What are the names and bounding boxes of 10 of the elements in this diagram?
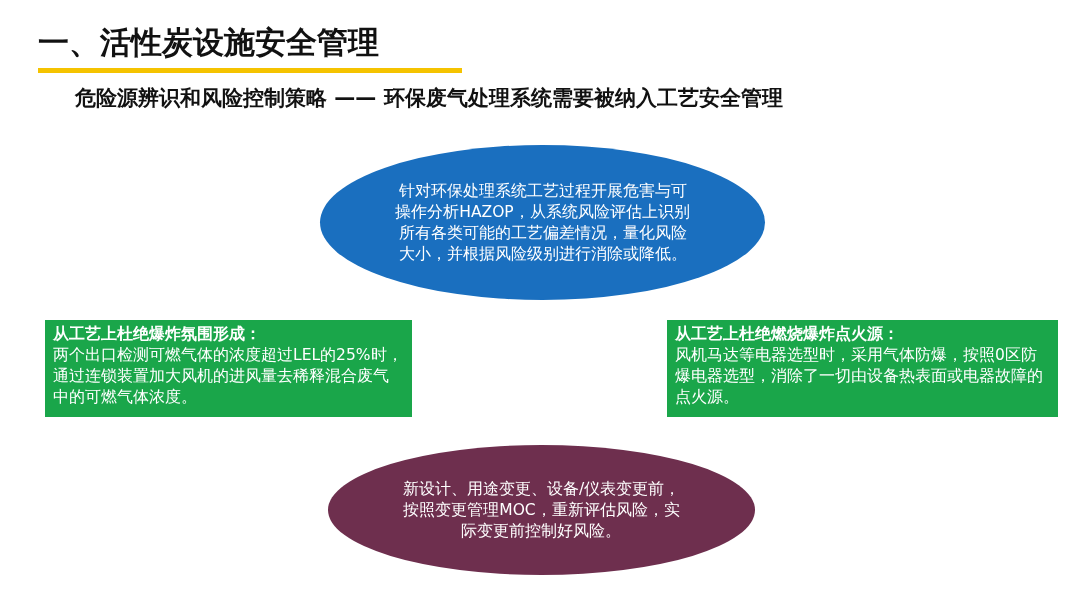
body-text: 新设计、用途变更、设备/仪表变更前，按照变更管理MOC，重新评估风险，实际变更前控制好风险。 [401,478,682,542]
text-panel [45,320,412,417]
panel-heading: 从工艺上杜绝爆炸氛围形成： [53,324,262,345]
subtitle: 危险源辨识和风险控制策略 —— 环保废气处理系统需要被纳入工艺安全管理 [75,85,783,112]
panel-heading: 从工艺上杜绝燃烧爆炸点火源： [675,324,900,345]
body-text: 针对环保处理系统工艺过程开展危害与可操作分析HAZOP，从系统风险评估上识别所有各类可能的工艺偏差情况，量化风险大小，并根据风险级别进行消除或降低。 [394,180,691,265]
text-panel [667,320,1058,417]
body-text: 两个出口检测可燃气体的浓度超过LEL的25%时，通过连锁装置加大风机的进风量去稀释混合废气中的可燃气体浓度。 [53,345,404,408]
slide-title: 一、活性炭设施安全管理 [38,23,379,62]
body-text: 风机马达等电器选型时，采用气体防爆，按照0区防爆电器选型，消除了一切由设备热表面或电器故障的点火源。 [675,345,1044,408]
